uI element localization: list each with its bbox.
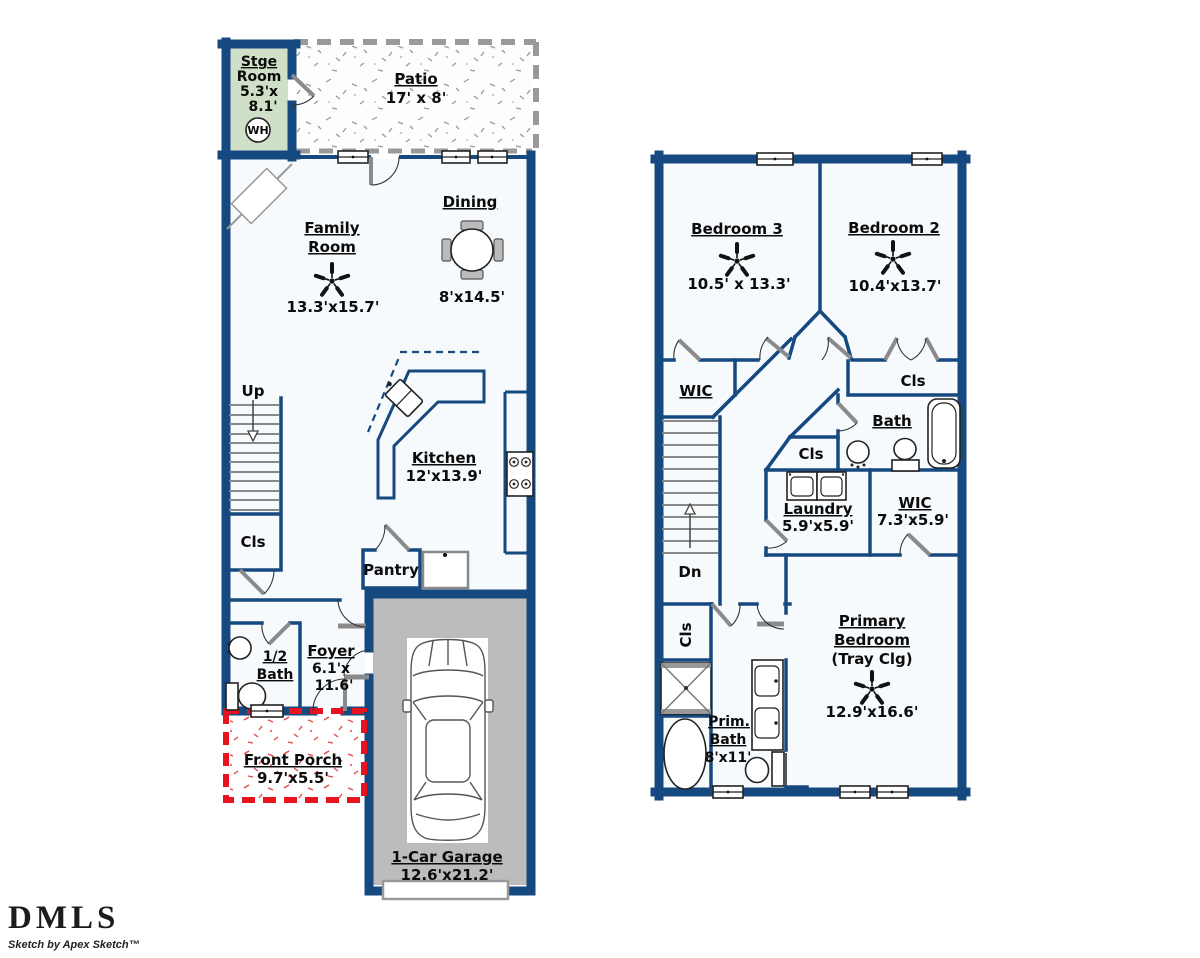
window — [441, 150, 471, 164]
storage-room-dims: 5.3'x — [240, 84, 278, 100]
porch-outline — [223, 708, 367, 803]
kitchen-sink-icon — [384, 379, 424, 417]
window — [756, 152, 794, 166]
foyer-label: Foyer — [307, 642, 355, 660]
front-porch-dims: 9.7'x5.5' — [257, 769, 329, 787]
primary-bedroom-label2: Bedroom — [834, 631, 910, 649]
family-room-label: Family — [304, 219, 359, 237]
bedroom3-label: Bedroom 3 — [691, 220, 783, 238]
floor1-windows — [250, 150, 508, 718]
garage-door — [381, 879, 510, 901]
foyer-dims: 6.1'x — [312, 661, 350, 677]
primary-bath-label2: Bath — [710, 732, 747, 748]
closet-label: Cls — [798, 445, 823, 463]
patio-label: Patio — [394, 70, 437, 88]
refrigerator-icon — [421, 550, 470, 590]
window — [876, 785, 909, 799]
vanity-sinks-icon — [751, 659, 784, 751]
window — [250, 704, 284, 718]
closet-label: Cls — [900, 372, 925, 390]
primary-bath-fixtures — [660, 659, 785, 790]
porch-texture — [230, 715, 364, 798]
family-room-label2: Room — [308, 238, 356, 256]
fireplace-icon — [226, 163, 293, 230]
stairs-down — [662, 420, 718, 554]
window — [477, 150, 508, 164]
shower-icon — [660, 662, 712, 715]
stairs-up-label: Up — [242, 382, 265, 400]
floor1-plan: WH Stge Room 5.3'x 8.1' Patio 17' x 8' F… — [217, 37, 539, 901]
stairs-down-label: Dn — [678, 563, 701, 581]
pantry-label: Pantry — [363, 561, 419, 579]
dining-table-icon — [441, 220, 504, 280]
laundry-label: Laundry — [784, 500, 853, 518]
stairs-up — [229, 400, 279, 511]
garage-dims: 12.6'x21.2' — [401, 866, 494, 884]
primary-bedroom-label: Primary — [839, 612, 906, 630]
washer-dryer-icon — [786, 471, 847, 501]
wic-primary-label: WIC — [898, 494, 931, 512]
bathtub-icon — [663, 718, 707, 790]
water-heater-icon: WH — [245, 117, 271, 143]
sink-icon — [846, 440, 870, 464]
dmls-logo: DMLS — [8, 900, 119, 936]
half-bath-label: 1/2 — [263, 649, 288, 665]
kitchen-counter — [366, 350, 534, 555]
sketch-credit: Sketch by Apex Sketch™ — [8, 939, 140, 951]
kitchen-label: Kitchen — [412, 449, 476, 467]
window — [337, 150, 369, 164]
wic-label: WIC — [679, 382, 712, 400]
patio-texture — [296, 46, 532, 149]
window — [712, 785, 744, 799]
bathtub-icon — [927, 398, 961, 469]
floor2-plan: Bedroom 3 10.5' x 13.3' Bedroom 2 10.4'x… — [650, 150, 971, 801]
toilet-icon — [744, 751, 785, 787]
primary-bath-label: Prim. — [708, 714, 750, 730]
primary-bath-dims: 8'x11' — [705, 750, 752, 766]
laundry-dims: 5.9'x5.9' — [782, 517, 854, 535]
primary-bedroom-label3: (Tray Clg) — [831, 650, 912, 668]
car-icon — [402, 638, 494, 843]
storage-room-label: Stge — [241, 54, 277, 70]
front-porch-label: Front Porch — [244, 751, 342, 769]
foyer-dims2: 11.6' — [315, 678, 354, 694]
family-room-dims: 13.3'x15.7' — [287, 298, 380, 316]
storage-room-label2: Room — [237, 69, 282, 85]
bath-fixtures — [846, 398, 961, 472]
toilet-icon — [891, 437, 920, 472]
kitchen-dims: 12'x13.9' — [406, 467, 483, 485]
bedroom2-label: Bedroom 2 — [848, 219, 940, 237]
floor2-walls — [650, 150, 971, 801]
storage-room-dims2: 8.1' — [248, 99, 277, 115]
dining-label: Dining — [443, 193, 498, 211]
closet-label: Cls — [240, 533, 265, 551]
window — [839, 785, 871, 799]
water-heater-label: WH — [247, 124, 268, 137]
half-bath-label2: Bath — [257, 667, 294, 683]
closet-label: Cls — [677, 622, 695, 647]
dining-dims: 8'x14.5' — [439, 288, 505, 306]
garage-label: 1-Car Garage — [391, 848, 502, 866]
bedroom2-dims: 10.4'x13.7' — [849, 277, 942, 295]
patio-dims: 17' x 8' — [386, 89, 447, 107]
floor2-doors — [673, 336, 940, 630]
stove-icon — [506, 451, 534, 497]
bedroom3-dims: 10.5' x 13.3' — [687, 275, 790, 293]
bath-label: Bath — [872, 412, 911, 430]
primary-bedroom-dims: 12.9'x16.6' — [826, 703, 919, 721]
sink-icon — [228, 636, 252, 660]
floor2-windows — [712, 152, 943, 799]
floor1-walls — [217, 37, 536, 896]
floor1-doors — [238, 73, 411, 712]
wic-primary-dims: 7.3'x5.9' — [877, 511, 949, 529]
window — [911, 152, 943, 166]
